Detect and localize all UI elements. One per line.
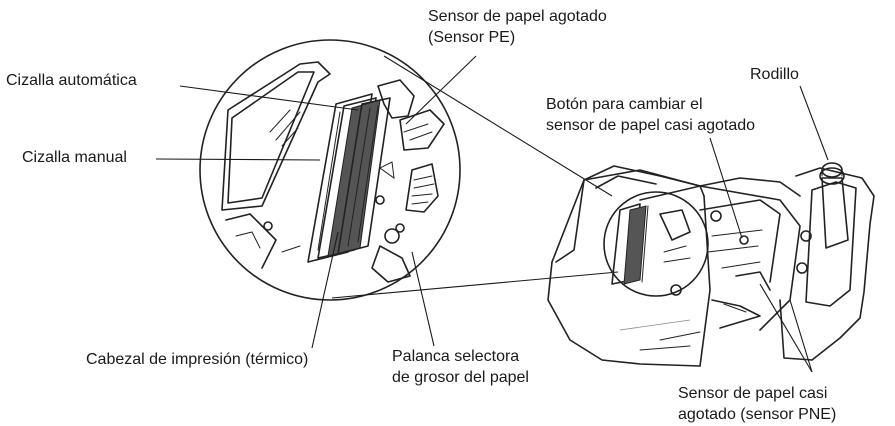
label-sensor-pe-line2: (Sensor PE) [428,29,516,46]
label-palanca-line1: Palanca selectora [392,348,520,365]
leader-lines [155,55,829,373]
label-cizalla-automatica-text: Cizalla automática [6,72,137,89]
label-sensor-pne: Sensor de papel casi agotado (sensor PNE… [678,383,836,425]
label-rodillo-text: Rodillo [750,66,799,83]
label-boton-line2: sensor de papel casi agotado [546,117,756,134]
leader-sensor-pne-2 [759,283,813,373]
label-boton-line1: Botón para cambiar el [546,96,703,113]
label-sensor-pne-line1: Sensor de papel casi [678,385,828,402]
label-cabezal-text: Cabezal de impresión (térmico) [86,351,309,368]
label-cizalla-automatica: Cizalla automática [6,70,137,91]
label-sensor-pne-line2: agotado (sensor PNE) [678,406,837,423]
detail-zoom-circle [199,39,461,301]
leader-boton [709,137,743,239]
leader-sensor-pe [405,55,477,125]
leader-cizalla-manual [155,158,321,161]
leader-cizalla-automatica [179,85,359,111]
zoom-projection-lines [331,55,619,299]
label-cizalla-manual-text: Cizalla manual [22,149,127,166]
leader-cabezal [311,231,339,349]
label-sensor-pe: Sensor de papel agotado (Sensor PE) [428,6,607,48]
label-palanca-line2: de grosor del papel [392,369,529,386]
label-cabezal: Cabezal de impresión (térmico) [86,349,308,370]
label-rodillo: Rodillo [750,64,799,85]
leader-sensor-pne-1 [789,299,813,373]
printer-body [547,162,875,367]
label-boton: Botón para cambiar el sensor de papel ca… [546,94,755,136]
label-palanca: Palanca selectora de grosor del papel [392,346,529,388]
label-sensor-pe-line1: Sensor de papel agotado [428,8,607,25]
label-cizalla-manual: Cizalla manual [22,147,127,168]
leader-rodillo [799,85,829,161]
leader-palanca [411,251,435,347]
